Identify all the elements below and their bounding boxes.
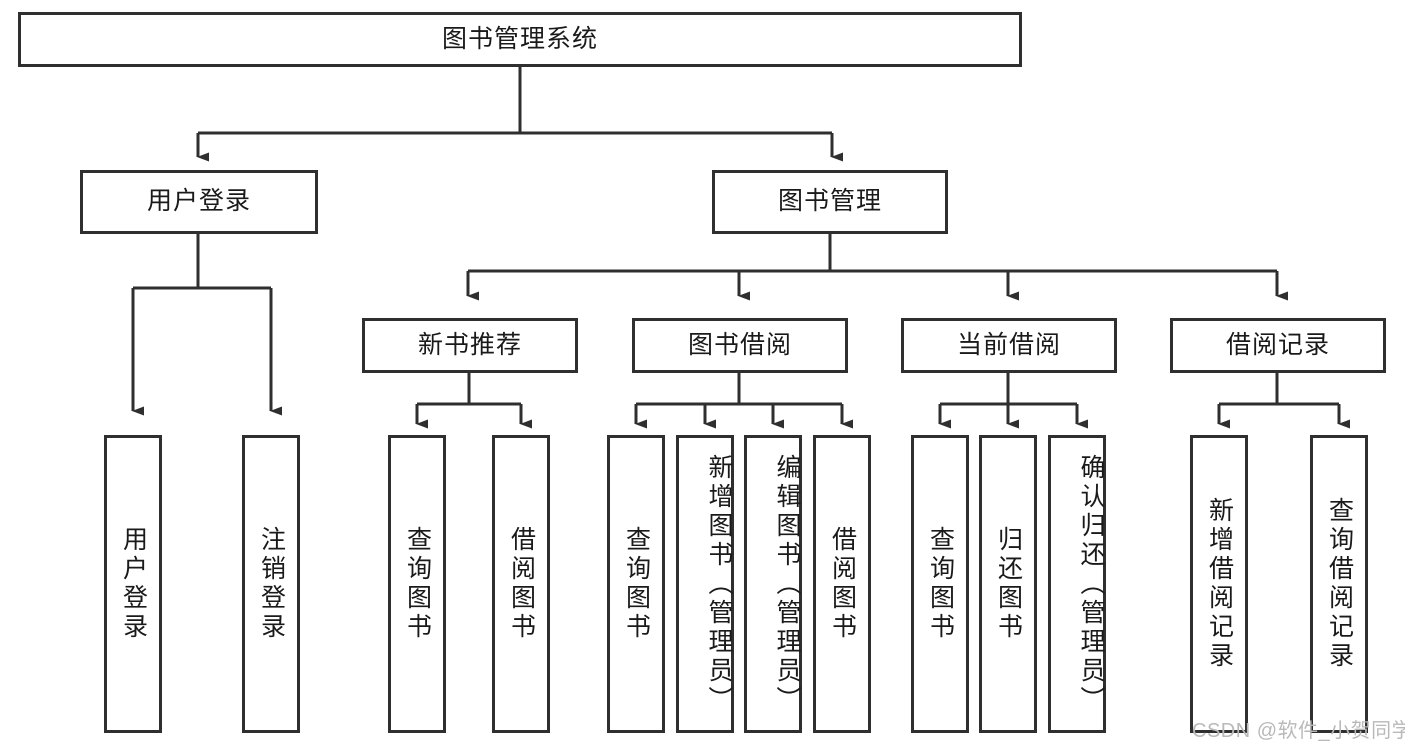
node-label: 新书推荐 [417,330,522,359]
leaf-query-book-borrow[interactable]: 查询图书 [607,435,665,733]
node-label: 查询图书 [403,526,432,642]
node-label: 图书借阅 [687,330,792,359]
leaf-query-borrow-record[interactable]: 查询借阅记录 [1310,435,1368,733]
node-label: 图书管理系统 [441,24,598,53]
node-label: 注销登录 [257,526,286,642]
node-label: 新增图书（管理员） [705,453,733,715]
leaf-logout[interactable]: 注销登录 [242,435,300,733]
node-borrow-record[interactable]: 借阅记录 [1170,318,1386,373]
node-new-book-recommend[interactable]: 新书推荐 [362,318,578,373]
node-label: 新增借阅记录 [1205,497,1234,671]
leaf-borrow-book[interactable]: 借阅图书 [813,435,871,733]
leaf-add-book-admin[interactable]: 新增图书（管理员） [676,435,734,733]
leaf-confirm-return-admin[interactable]: 确认归还（管理员） [1048,435,1106,733]
leaf-return-book[interactable]: 归还图书 [979,435,1037,733]
node-book-borrow[interactable]: 图书借阅 [632,318,848,373]
node-current-borrow[interactable]: 当前借阅 [901,318,1117,373]
watermark-text: CSDN @软件_小贺同学 [1192,720,1405,742]
node-label: 图书管理 [777,187,882,216]
leaf-user-login[interactable]: 用户登录 [104,435,162,733]
node-label: 编辑图书（管理员） [773,453,801,715]
node-root[interactable]: 图书管理系统 [18,12,1022,67]
leaf-edit-book-admin[interactable]: 编辑图书（管理员） [744,435,802,733]
node-label: 查询图书 [926,526,955,642]
leaf-add-borrow-record[interactable]: 新增借阅记录 [1190,435,1248,733]
node-label: 借阅图书 [828,526,857,642]
node-label: 用户登录 [146,187,251,216]
node-label: 当前借阅 [956,330,1061,359]
node-label: 归还图书 [994,526,1023,642]
leaf-query-book-current[interactable]: 查询图书 [911,435,969,733]
node-user-login[interactable]: 用户登录 [80,170,318,234]
leaf-query-book-recommend[interactable]: 查询图书 [388,435,446,733]
node-label: 借阅图书 [507,526,536,642]
node-label: 用户登录 [119,526,148,642]
node-label: 查询图书 [622,526,651,642]
node-book-management[interactable]: 图书管理 [712,170,948,234]
node-label: 借阅记录 [1225,330,1330,359]
node-label: 查询借阅记录 [1325,497,1354,671]
leaf-borrow-book-recommend[interactable]: 借阅图书 [492,435,550,733]
node-label: 确认归还（管理员） [1077,453,1105,715]
